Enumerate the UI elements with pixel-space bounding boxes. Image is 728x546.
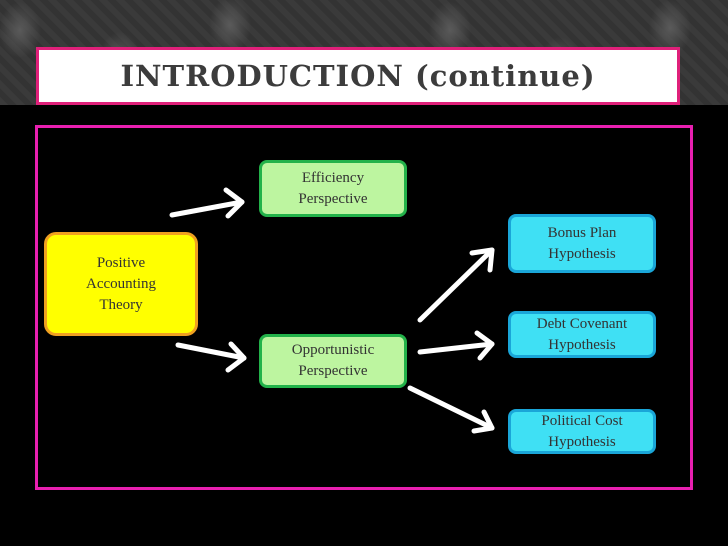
title-banner: INTRODUCTION (continue)	[36, 47, 680, 105]
node-bonus-plan-hypothesis: Bonus Plan Hypothesis	[508, 214, 656, 273]
node-efficiency-perspective-label: Efficiency Perspective	[298, 169, 368, 207]
node-political-cost-hypothesis: Political Cost Hypothesis	[508, 409, 656, 454]
arrow-root-to-efficiency	[169, 187, 245, 219]
node-debt-covenant-hypothesis: Debt Covenant Hypothesis	[508, 311, 656, 358]
node-debt-covenant-hypothesis-label: Debt Covenant Hypothesis	[536, 315, 628, 353]
slide-title: INTRODUCTION (continue)	[120, 59, 596, 93]
arrow-opportunistic-to-political	[407, 385, 495, 434]
content-frame	[35, 125, 693, 490]
node-positive-accounting-theory: Positive Accounting Theory	[44, 232, 198, 336]
arrow-root-to-opportunistic	[175, 341, 247, 373]
arrow-opportunistic-to-debt	[417, 330, 495, 361]
node-positive-accounting-theory-label: Positive Accounting Theory	[86, 254, 156, 313]
node-political-cost-hypothesis-label: Political Cost Hypothesis	[541, 412, 623, 450]
node-bonus-plan-hypothesis-label: Bonus Plan Hypothesis	[547, 224, 617, 262]
node-efficiency-perspective: Efficiency Perspective	[259, 160, 407, 217]
node-opportunistic-perspective-label: Opportunistic Perspective	[291, 342, 375, 379]
arrow-opportunistic-to-bonus	[417, 247, 495, 323]
node-opportunistic-perspective: Opportunistic Perspective	[259, 334, 407, 388]
